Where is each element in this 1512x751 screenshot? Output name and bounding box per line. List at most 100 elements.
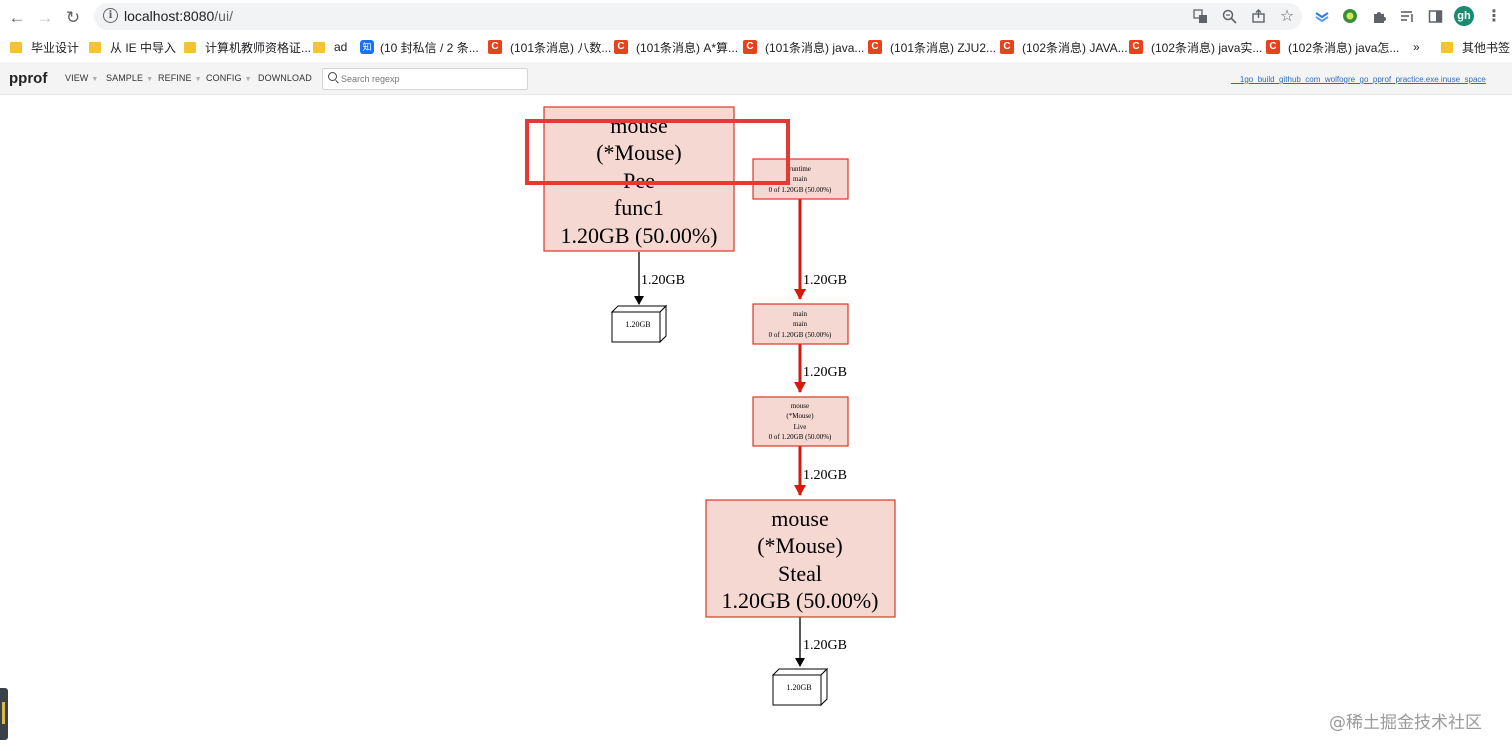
- bookmark-label: (102条消息) java怎...: [1288, 40, 1400, 55]
- csdn-icon: C: [614, 40, 628, 54]
- node-text: runtime: [789, 165, 811, 173]
- bookmarks-bar: 毕业设计从 IE 中导入计算机教师资格证... ad 知(10 封私信 / 2 条.…: [0, 33, 1512, 61]
- url-text[interactable]: localhost:8080/ui/: [124, 8, 233, 24]
- node-leaf-1[interactable]: 1.20GB: [610, 304, 668, 344]
- node-leaf-2[interactable]: 1.20GB: [771, 667, 829, 707]
- menu-view-label: VIEW: [65, 73, 89, 83]
- node-mouse-steal[interactable]: mouse (*Mouse) Steal 1.20GB (50.00%): [705, 499, 896, 618]
- profile-title-link[interactable]: __1go_build_github_com_wolfogre_go_pprof…: [1231, 75, 1486, 84]
- edge-main-live[interactable]: 1.20GB: [794, 344, 847, 393]
- address-bar[interactable]: i localhost:8080/ui/ ☆: [94, 3, 1302, 30]
- bookmark-item[interactable]: 知(10 封私信 / 2 条...: [360, 39, 479, 55]
- extension-globe-icon[interactable]: [1340, 6, 1360, 26]
- url-host: localhost:8080: [124, 8, 215, 24]
- pprof-header: pprof VIEW▼ SAMPLE▼ REFINE▼ CONFIG▼ DOWN…: [0, 62, 1512, 95]
- more-bookmarks-button[interactable]: »: [1413, 40, 1420, 54]
- chevron-down-icon: ▼: [194, 76, 202, 83]
- menu-sample-label: SAMPLE: [106, 73, 144, 83]
- search-icon: [328, 72, 337, 81]
- node-runtime-main[interactable]: runtime main 0 of 1.20GB (50.00%): [752, 158, 849, 200]
- node-main-main[interactable]: main main 0 of 1.20GB (50.00%): [752, 303, 849, 345]
- node-text: 1.20GB: [786, 683, 811, 692]
- site-info-icon[interactable]: i: [103, 8, 118, 23]
- side-panel-icon[interactable]: [1425, 6, 1445, 26]
- back-button[interactable]: ←: [8, 7, 26, 27]
- csdn-icon: C: [1266, 40, 1280, 54]
- bookmark-item[interactable]: C (102条消息) java实...: [1129, 39, 1262, 55]
- bookmark-item[interactable]: ad: [313, 39, 347, 55]
- pprof-logo[interactable]: pprof: [9, 70, 48, 87]
- extensions-puzzle-icon[interactable]: [1369, 6, 1389, 26]
- node-text: main: [793, 320, 807, 328]
- menu-config[interactable]: CONFIG▼: [206, 73, 252, 83]
- node-text: main: [793, 175, 807, 183]
- bookmark-item[interactable]: C (101条消息) 八数...: [488, 39, 611, 55]
- node-text: (*Mouse): [786, 412, 814, 420]
- node-text: func1: [614, 195, 664, 220]
- browser-menu-icon[interactable]: ⋮: [1486, 8, 1502, 25]
- node-text: 0 of 1.20GB (50.00%): [769, 331, 832, 339]
- zoom-icon[interactable]: [1219, 6, 1239, 26]
- bookmark-label: (102条消息) java实...: [1151, 40, 1263, 55]
- bookmark-label: ad: [334, 40, 348, 54]
- csdn-icon: C: [1000, 40, 1014, 54]
- bookmark-label: (10 封私信 / 2 条...: [380, 40, 479, 55]
- forward-button[interactable]: →: [36, 7, 54, 27]
- bookmark-label: 其他书签: [1462, 40, 1511, 55]
- menu-refine-label: REFINE: [158, 73, 192, 83]
- edge-runtime-main[interactable]: 1.20GB: [794, 199, 847, 300]
- reading-list-icon[interactable]: [1397, 6, 1417, 26]
- node-text: mouse: [791, 402, 809, 410]
- bookmark-item[interactable]: 从 IE 中导入: [89, 39, 176, 55]
- bookmark-star-icon[interactable]: ☆: [1279, 8, 1295, 25]
- edge-steal-leaf2[interactable]: 1.20GB: [795, 617, 847, 667]
- csdn-icon: C: [488, 40, 502, 54]
- menu-refine[interactable]: REFINE▼: [158, 73, 202, 83]
- other-bookmarks-folder[interactable]: 其他书签: [1441, 39, 1510, 55]
- menu-sample[interactable]: SAMPLE▼: [106, 73, 153, 83]
- node-text: Live: [794, 423, 807, 431]
- csdn-icon: C: [1129, 40, 1143, 54]
- node-text: 0 of 1.20GB (50.00%): [769, 433, 832, 441]
- highlight-annotation: [525, 119, 790, 185]
- url-path: /ui/: [214, 8, 233, 24]
- edge-label: 1.20GB: [641, 273, 685, 288]
- node-mouse-pee-func1[interactable]: mouse (*Mouse) Pee func1 1.20GB (50.00%): [543, 106, 735, 252]
- search-box[interactable]: [322, 68, 528, 90]
- edge-label: 1.20GB: [803, 638, 847, 653]
- browser-toolbar: ← → ↻ i localhost:8080/ui/ ☆ gh ⋮: [0, 0, 1512, 33]
- reload-button[interactable]: ↻: [65, 7, 81, 27]
- share-icon[interactable]: [1248, 6, 1268, 26]
- bookmark-item[interactable]: C(101条消息) ZJU2...: [868, 39, 996, 55]
- bookmark-item[interactable]: C(102条消息) JAVA...: [1000, 39, 1128, 55]
- folder-icon: [1441, 41, 1453, 53]
- node-mouse-live[interactable]: mouse (*Mouse) Live 0 of 1.20GB (50.00%): [752, 396, 849, 447]
- chevron-down-icon: ▼: [91, 76, 99, 83]
- edge-poo-leaf1[interactable]: 1.20GB: [634, 252, 685, 305]
- folder-icon: [184, 41, 196, 53]
- extension-stack-icon[interactable]: [1312, 6, 1332, 26]
- bookmark-item[interactable]: C(101条消息) java...: [743, 39, 864, 55]
- menu-download[interactable]: DOWNLOAD: [258, 73, 312, 83]
- bookmark-label: (101条消息) A*算...: [636, 40, 739, 55]
- node-text: 1.20GB: [625, 320, 650, 329]
- menu-view[interactable]: VIEW▼: [65, 73, 98, 83]
- bookmark-label: 毕业设计: [31, 40, 80, 55]
- bookmark-item[interactable]: C (101条消息) A*算...: [614, 39, 738, 55]
- bookmark-item[interactable]: 计算机教师资格证...: [184, 39, 311, 55]
- csdn-icon: C: [868, 40, 882, 54]
- edge-live-steal[interactable]: 1.20GB: [794, 446, 847, 496]
- bookmark-label: (101条消息) 八数...: [510, 40, 612, 55]
- node-text: 1.20GB (50.00%): [560, 223, 717, 248]
- node-text: (*Mouse): [757, 533, 843, 558]
- bookmark-item[interactable]: 毕业设计: [10, 39, 79, 55]
- folder-icon: [10, 41, 22, 53]
- profile-avatar[interactable]: gh: [1454, 6, 1474, 26]
- node-text: Steal: [778, 561, 822, 586]
- node-text: mouse: [610, 113, 667, 138]
- translate-icon[interactable]: [1190, 6, 1210, 26]
- bookmark-item[interactable]: C (102条消息) java怎...: [1266, 39, 1399, 55]
- search-input[interactable]: [341, 71, 521, 86]
- floating-widget-handle[interactable]: [0, 688, 8, 740]
